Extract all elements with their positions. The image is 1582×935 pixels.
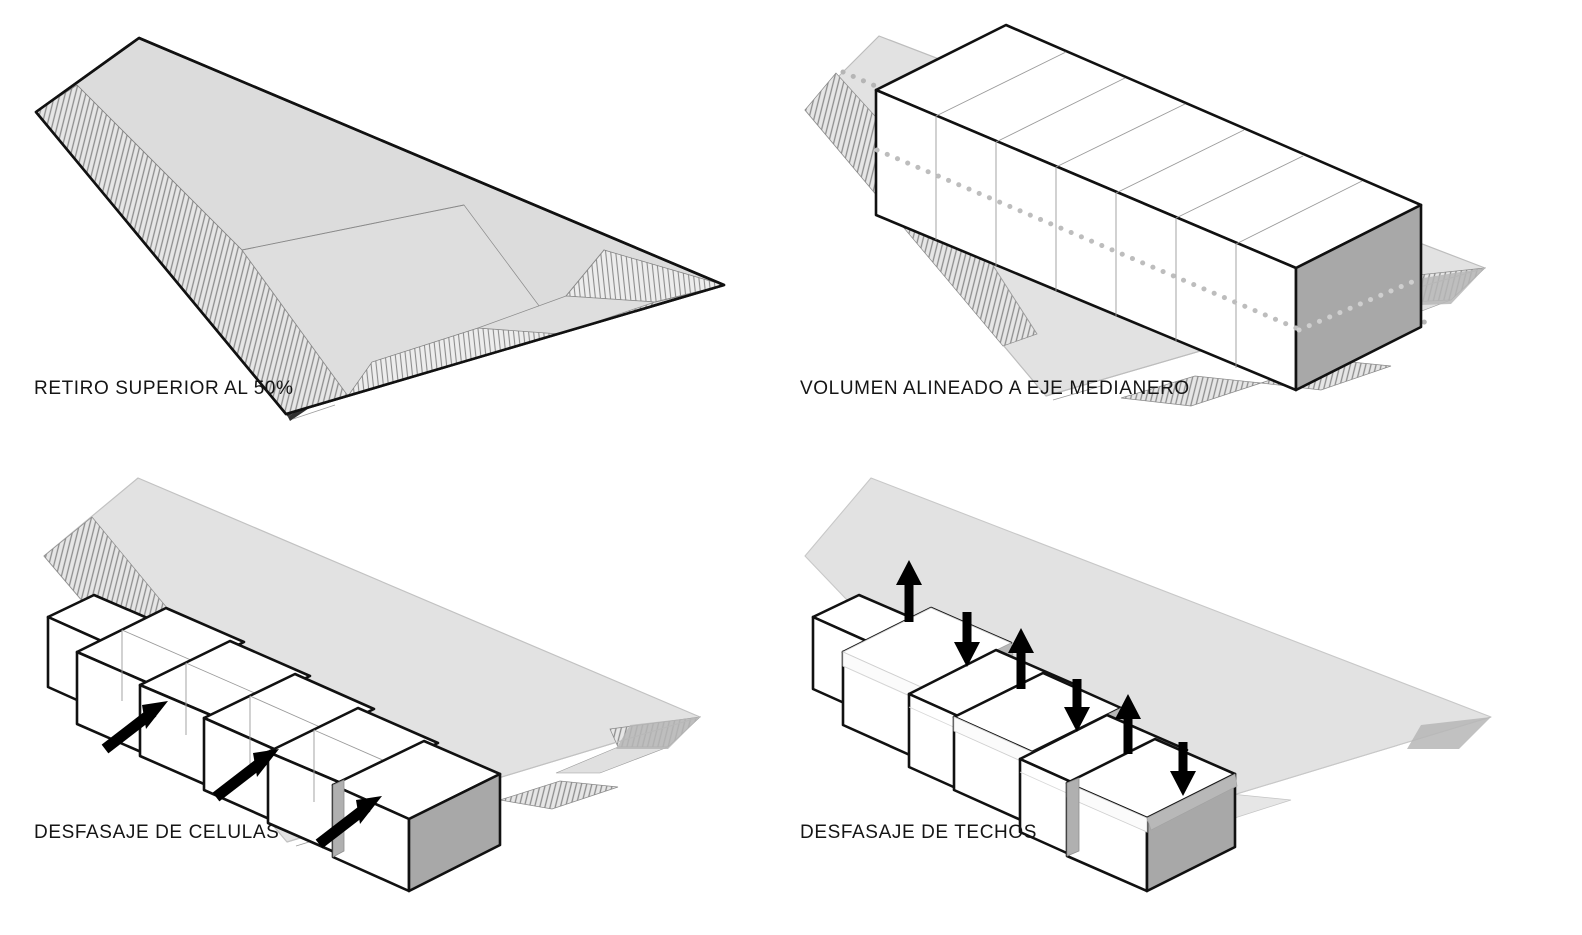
- cell-6-reveal: [332, 779, 345, 858]
- shift-arrows-group: [101, 701, 382, 849]
- roof-cell-6: [1065, 737, 1238, 893]
- arrow-up-icon-2: [1008, 628, 1034, 689]
- arrow-up-icon-1: [896, 560, 922, 622]
- cell-2-seam-roof: [121, 629, 201, 665]
- panel-3-drawing: [43, 477, 702, 893]
- arrow-up-icon-3: [1115, 694, 1141, 754]
- arrow-diagonal-up-right-icon-2: [212, 749, 279, 802]
- panel-3-caption: DESFASAJE DE CELULAS: [34, 822, 280, 843]
- cell-3-seam-roof: [185, 662, 267, 699]
- arrow-down-icon-3: [1170, 742, 1196, 796]
- panel-2-drawing: [804, 23, 1486, 407]
- roof-seam-1: [935, 51, 1067, 117]
- arrow-diagonal-up-right-icon-3: [315, 796, 382, 849]
- arrow-down-icon-2: [1064, 679, 1090, 732]
- panel-desfasaje-techos: DESFASAJE DE TECHOS: [791, 467, 1582, 934]
- roof-seam-4: [1115, 129, 1245, 194]
- roof-seam-2: [995, 77, 1126, 143]
- arrow-diagonal-up-right-icon-1: [101, 701, 168, 754]
- plot-tip-line: [292, 404, 336, 420]
- arrow-down-icon-1: [954, 612, 980, 667]
- cell-5-seam-roof: [313, 729, 395, 766]
- panel-desfasaje-celulas: DESFASAJE DE CELULAS: [0, 467, 791, 934]
- roof-seam-3: [1055, 103, 1186, 168]
- panel-2-caption: VOLUMEN ALINEADO A EJE MEDIANERO: [800, 378, 1190, 399]
- roof-cell-6-reveal: [1066, 777, 1080, 857]
- panel-1-caption: RETIRO SUPERIOR AL 50%: [34, 378, 294, 399]
- roof-cell-6-soffit-shadow: [1146, 773, 1238, 831]
- plot-outline: [34, 36, 726, 416]
- bar-volume-group: [874, 23, 1423, 392]
- plot-seam-1: [241, 204, 465, 251]
- medianero-axis-on-end: [1296, 276, 1422, 333]
- roof-seam-6: [1235, 180, 1363, 245]
- medianero-axis-on-face: [874, 147, 1299, 331]
- plot-seam-4: [565, 249, 605, 297]
- roof-seam-5: [1175, 155, 1304, 219]
- setback-band-tip-3: [499, 780, 619, 810]
- ground-shadow-3: [616, 717, 700, 749]
- panel-1-drawing: [34, 36, 726, 421]
- roof-shift-arrows-group: [896, 560, 1196, 796]
- plot-tip-line-2: [1052, 385, 1102, 401]
- cell-4-seam-roof: [249, 695, 330, 732]
- cell-6-end-face: [407, 772, 502, 893]
- panel-4-drawing: [804, 477, 1492, 893]
- panel-volumen-alineado: VOLUMEN ALINEADO A EJE MEDIANERO: [791, 0, 1582, 467]
- volume-end-face: [1294, 203, 1423, 392]
- panel-4-caption: DESFASAJE DE TECHOS: [800, 822, 1037, 843]
- ground-shadow-4: [1407, 717, 1491, 749]
- site-plate-group: [34, 36, 726, 421]
- panel-retiro-superior: RETIRO SUPERIOR AL 50%: [0, 0, 791, 467]
- roof-shifted-cells-group: [811, 593, 1238, 893]
